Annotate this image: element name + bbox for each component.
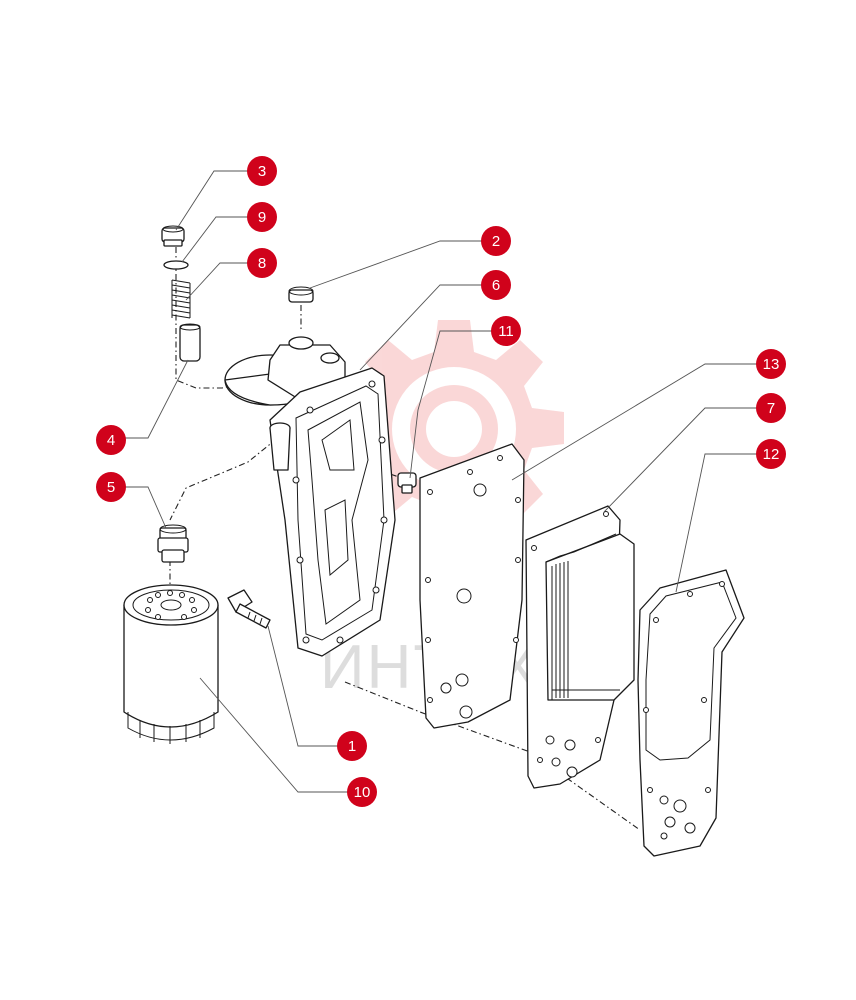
plug-part-2 <box>288 286 314 303</box>
svg-text:7: 7 <box>767 400 775 417</box>
callout-3: 3 <box>247 156 277 186</box>
o-ring-part-9 <box>163 260 189 270</box>
gasket-part-12 <box>637 569 745 857</box>
callout-6: 6 <box>481 270 511 300</box>
nipple-part-5 <box>157 524 189 563</box>
callout-4: 4 <box>96 425 126 455</box>
screw-part-11 <box>397 472 417 494</box>
callout-7: 7 <box>756 393 786 423</box>
svg-text:6: 6 <box>492 277 500 294</box>
svg-text:13: 13 <box>763 356 780 373</box>
svg-text:2: 2 <box>492 233 500 250</box>
callout-12: 12 <box>756 439 786 469</box>
oil-cooler-part-7 <box>525 505 635 789</box>
callout-11: 11 <box>491 316 521 346</box>
valve-part-4 <box>179 323 201 362</box>
callout-13: 13 <box>756 349 786 379</box>
oil-filter-part-10 <box>123 584 219 744</box>
svg-text:12: 12 <box>763 446 780 463</box>
callout-2: 2 <box>481 226 511 256</box>
callout-5: 5 <box>96 472 126 502</box>
svg-text:3: 3 <box>258 163 266 180</box>
svg-text:1: 1 <box>348 738 356 755</box>
callout-10: 10 <box>347 777 377 807</box>
bolt-part-1 <box>227 589 271 629</box>
plug-part-3 <box>161 225 185 247</box>
svg-text:11: 11 <box>498 323 514 340</box>
svg-text:9: 9 <box>258 209 266 226</box>
svg-text:10: 10 <box>354 784 371 801</box>
svg-text:8: 8 <box>258 255 266 272</box>
svg-text:5: 5 <box>107 479 115 496</box>
svg-text:4: 4 <box>107 432 115 449</box>
spring-part-8 <box>171 279 191 319</box>
callout-9: 9 <box>247 202 277 232</box>
housing-part-6 <box>224 336 396 657</box>
callout-1: 1 <box>337 731 367 761</box>
leader-lines <box>110 170 757 793</box>
gasket-part-13 <box>419 443 525 729</box>
callout-8: 8 <box>247 248 277 278</box>
